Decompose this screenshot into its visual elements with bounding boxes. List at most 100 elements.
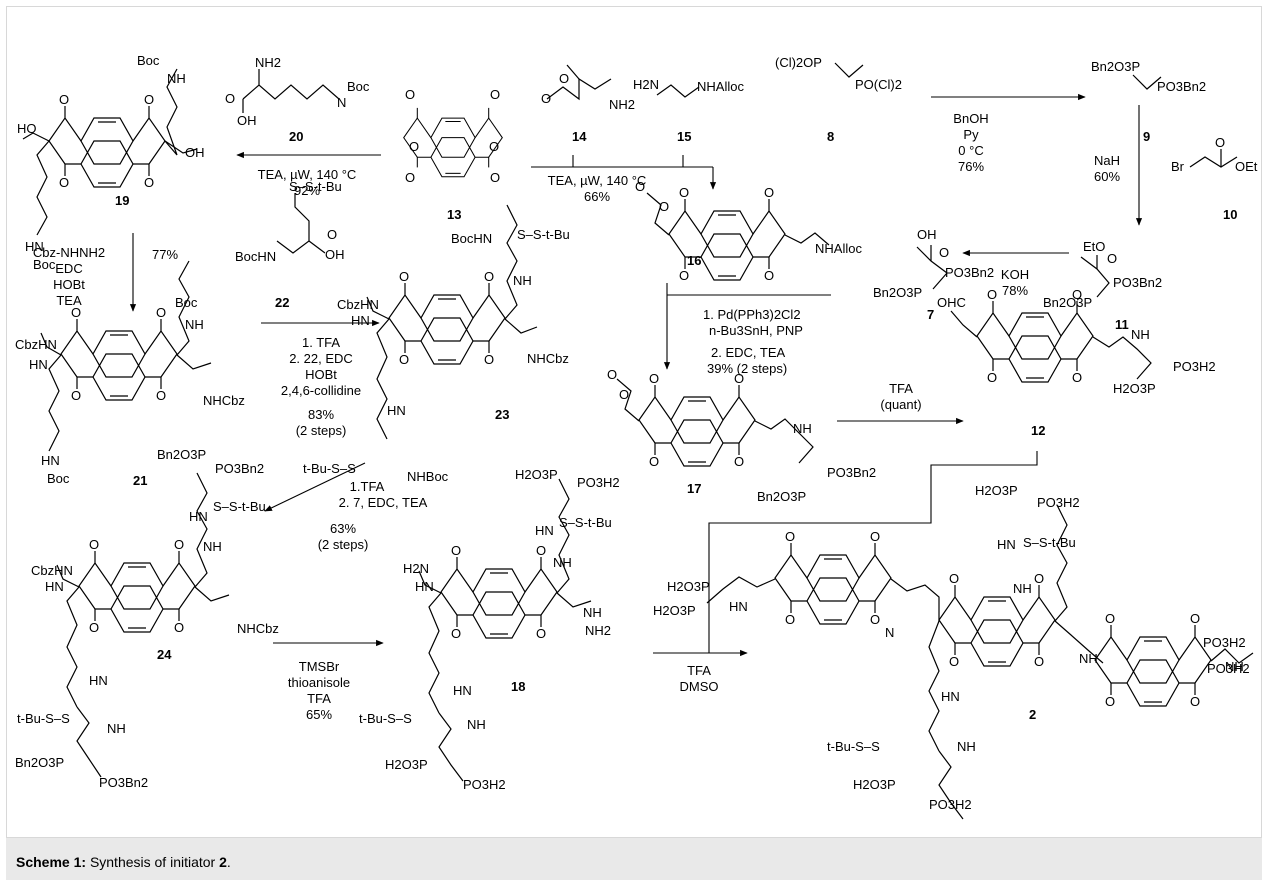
- labels-10-11: O Br OEt EtO O PO3Bn2 Bn2O3P: [1043, 135, 1258, 310]
- compound-number: 19: [115, 193, 129, 208]
- svg-text:NH: NH: [107, 721, 126, 736]
- labels-7: OH O PO3Bn2 Bn2O3P: [873, 227, 994, 300]
- structure-19: [22, 68, 198, 236]
- compound-number: 15: [677, 129, 691, 144]
- svg-text:63%: 63%: [330, 521, 356, 536]
- svg-text:n-Bu3SnH, PNP: n-Bu3SnH, PNP: [709, 323, 803, 338]
- svg-text:Boc: Boc: [175, 295, 198, 310]
- svg-text:PO3Bn2: PO3Bn2: [945, 265, 994, 280]
- compound-number: 14: [572, 129, 587, 144]
- svg-text:NHBoc: NHBoc: [407, 469, 449, 484]
- compound-number: 2: [1029, 707, 1036, 722]
- svg-text:2. 7, EDC, TEA: 2. 7, EDC, TEA: [339, 495, 428, 510]
- svg-text:CbzHN: CbzHN: [15, 337, 57, 352]
- svg-text:O: O: [1107, 251, 1117, 266]
- svg-text:HN: HN: [415, 579, 434, 594]
- svg-text:t-Bu-S–S: t-Bu-S–S: [827, 739, 880, 754]
- svg-text:O: O: [635, 179, 645, 194]
- svg-text:H2O3P: H2O3P: [975, 483, 1018, 498]
- svg-text:PO3H2: PO3H2: [1207, 661, 1250, 676]
- svg-text:S–S-t-Bu: S–S-t-Bu: [213, 499, 266, 514]
- svg-text:CbzHN: CbzHN: [337, 297, 379, 312]
- svg-text:1. TFA: 1. TFA: [302, 335, 340, 350]
- svg-text:NH: NH: [513, 273, 532, 288]
- svg-text:t-Bu-S–S: t-Bu-S–S: [359, 711, 412, 726]
- structure-14: [546, 64, 612, 101]
- connector-12-to-2: [708, 451, 1038, 653]
- svg-text:NH2: NH2: [585, 623, 611, 638]
- svg-text:N: N: [885, 625, 894, 640]
- svg-text:NH2: NH2: [609, 97, 635, 112]
- svg-text:O: O: [1215, 135, 1225, 150]
- compound-number: 7: [927, 307, 934, 322]
- svg-text:2. EDC, TEA: 2. EDC, TEA: [711, 345, 786, 360]
- structure-22: [276, 193, 326, 254]
- svg-text:S–S-t-Bu: S–S-t-Bu: [289, 179, 342, 194]
- svg-text:HN: HN: [89, 673, 108, 688]
- svg-text:OEt: OEt: [1235, 159, 1258, 174]
- conditions-to-21: Cbz-NHNH2 EDC HOBt TEA 77%: [33, 245, 179, 308]
- svg-text:NH: NH: [467, 717, 486, 732]
- arrow-23-to-24: [264, 462, 366, 512]
- conditions-to-16: TEA, µW, 140 °C 66%: [548, 173, 647, 204]
- svg-text:OH: OH: [917, 227, 937, 242]
- svg-text:Bn2O3P: Bn2O3P: [1043, 295, 1092, 310]
- svg-text:(quant): (quant): [880, 397, 921, 412]
- conditions-to-12: TFA (quant): [880, 381, 921, 412]
- structure-9: [1132, 74, 1162, 90]
- svg-text:H2O3P: H2O3P: [385, 757, 428, 772]
- caption-label: Scheme 1:: [16, 854, 87, 870]
- labels-23: BocHN S–S-t-Bu NH CbzHN HN NHCbz HN t-Bu…: [303, 227, 570, 484]
- svg-text:77%: 77%: [152, 247, 178, 262]
- svg-text:OHC: OHC: [937, 295, 966, 310]
- structure-2: [706, 504, 1254, 820]
- svg-text:HN: HN: [387, 403, 406, 418]
- structure-10: [1189, 149, 1238, 168]
- compound-number: 17: [687, 481, 701, 496]
- svg-text:H2O3P: H2O3P: [853, 777, 896, 792]
- svg-text:PO3Bn2: PO3Bn2: [827, 465, 876, 480]
- svg-text:HN: HN: [535, 523, 554, 538]
- svg-text:S–S-t-Bu: S–S-t-Bu: [559, 515, 612, 530]
- svg-text:PO3H2: PO3H2: [577, 475, 620, 490]
- svg-text:NHCbz: NHCbz: [203, 393, 245, 408]
- svg-text:Boc: Boc: [137, 53, 160, 68]
- svg-text:HN: HN: [25, 239, 44, 254]
- svg-text:83%: 83%: [308, 407, 334, 422]
- conditions-to-19: TEA, µW, 140 °C 92%: [258, 167, 357, 198]
- svg-text:NH2: NH2: [255, 55, 281, 70]
- svg-text:1.TFA: 1.TFA: [350, 479, 385, 494]
- figure-caption: Scheme 1: Synthesis of initiator 2.: [6, 838, 1262, 880]
- labels-13: O O: [409, 139, 499, 154]
- labels-21: Boc NH CbzHN HN NHCbz HN Boc: [15, 295, 245, 486]
- svg-text:Py: Py: [963, 127, 979, 142]
- svg-text:NH: NH: [203, 539, 222, 554]
- compound-number: 20: [289, 129, 303, 144]
- arrow-16-to-17: [663, 283, 831, 370]
- compound-number: 11: [1115, 317, 1129, 332]
- structure-23: [366, 204, 538, 440]
- svg-text:Boc: Boc: [47, 471, 70, 486]
- compound-number: 22: [275, 295, 289, 310]
- svg-text:65%: 65%: [306, 707, 332, 722]
- svg-text:NH: NH: [793, 421, 812, 436]
- svg-text:HN: HN: [189, 509, 208, 524]
- svg-text:60%: 60%: [1094, 169, 1120, 184]
- conditions-to-18: TMSBr thioanisole TFA 65%: [288, 659, 350, 722]
- svg-text:PO(Cl)2: PO(Cl)2: [855, 77, 902, 92]
- svg-text:TFA: TFA: [307, 691, 331, 706]
- svg-text:(Cl)2OP: (Cl)2OP: [775, 55, 822, 70]
- svg-text:HO: HO: [17, 121, 37, 136]
- labels-14-15: O O NH2 H2N NHAlloc: [541, 71, 744, 112]
- structure-11: [1080, 255, 1110, 298]
- caption-text: Synthesis of initiator: [89, 854, 220, 870]
- svg-text:EtO: EtO: [1083, 239, 1105, 254]
- svg-text:(2 steps): (2 steps): [296, 423, 347, 438]
- svg-text:N: N: [337, 95, 346, 110]
- caption-compound: 2: [219, 854, 227, 870]
- svg-text:76%: 76%: [958, 159, 984, 174]
- svg-text:HN: HN: [45, 579, 64, 594]
- structure-16: [646, 192, 830, 281]
- labels-8-9: (Cl)2OP PO(Cl)2 Bn2O3P PO3Bn2: [775, 55, 1206, 94]
- svg-text:HN: HN: [41, 453, 60, 468]
